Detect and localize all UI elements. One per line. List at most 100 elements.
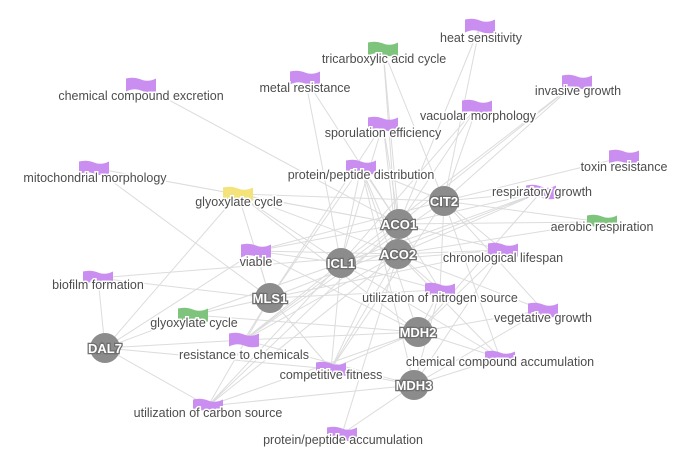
edge-cit2-vegetative-growth [443, 200, 544, 311]
term-node-heat-sensitivity[interactable]: heat sensitivity [439, 18, 524, 47]
term-label: chemical compound accumulation [406, 355, 594, 369]
term-label: competitive fitness [280, 368, 383, 382]
term-node-glyox-process[interactable]: glyoxylate cycle [149, 307, 239, 332]
term-node-invasive-growth[interactable]: invasive growth [533, 74, 623, 100]
gene-node-mdh3[interactable]: MDH3 [394, 370, 434, 400]
term-node-biofilm[interactable]: biofilm formation [51, 270, 145, 294]
edge-aco2-viable [255, 250, 399, 255]
phenotype-marker [609, 149, 639, 165]
gene-node-dal7[interactable]: DAL7 [87, 333, 123, 363]
edge-icl1-chrono-lifespan [340, 249, 504, 264]
phenotype-marker [327, 426, 357, 442]
gene-node-cit2[interactable]: CIT2 [429, 186, 459, 216]
edge-dal7-viable [104, 250, 257, 349]
edge-aco2-respiratory-growth [397, 191, 542, 255]
term-label: chemical compound excretion [58, 89, 223, 103]
term-node-resist-chem[interactable]: resistance to chemicals [178, 332, 310, 364]
edge-icl1-glyox-pathway [237, 193, 342, 264]
edge-mdh3-carbon-util [207, 384, 415, 407]
edge-mdh2-respiratory-growth [417, 191, 542, 333]
edge-icl1-sporulation [340, 123, 384, 264]
edge-icl1-respiratory-growth [340, 191, 542, 264]
edge-aco2-protein-dist [360, 166, 399, 255]
term-node-chem-excretion[interactable]: chemical compound excretion [57, 77, 225, 105]
term-node-vegetative-growth[interactable]: vegetative growth [493, 302, 594, 327]
term-node-vacuolar-morph[interactable]: vacuolar morphology [418, 99, 538, 125]
edge-cit2-tca-cycle [382, 48, 445, 202]
gene-label: MLS1 [253, 291, 288, 306]
gene-circle [384, 209, 414, 239]
edge-aco2-resist-chem [243, 253, 399, 341]
term-node-toxin-resistance[interactable]: toxin resistance [579, 149, 669, 176]
phenotype-marker [79, 160, 109, 176]
gene-node-icl1[interactable]: ICL1 [326, 248, 356, 278]
term-node-protein-dist[interactable]: protein/peptide distribution [286, 159, 436, 184]
term-node-sporulation[interactable]: sporulation efficiency [323, 116, 443, 142]
phenotype-marker [485, 350, 515, 366]
edge-dal7-comp-fitness [104, 347, 332, 370]
process-marker [368, 41, 398, 57]
term-label: toxin resistance [581, 160, 668, 174]
edge-mdh2-resist-chem [243, 331, 419, 341]
edge-aco1-chem-excretion [140, 84, 400, 225]
edge-dal7-glyox-pathway [104, 193, 239, 349]
gene-circle [255, 283, 285, 313]
phenotype-marker [83, 270, 113, 286]
edge-aco1-tca-cycle [382, 48, 400, 225]
edge-aco1-heat-sensitivity [398, 25, 481, 225]
gene-node-aco1[interactable]: ACO1 [380, 209, 418, 239]
edge-cit2-respiratory-growth [443, 191, 542, 202]
edge-icl1-invasive-growth [340, 81, 578, 264]
edge-icl1-chem-accum [340, 262, 501, 359]
gene-circle [429, 186, 459, 216]
edge-aco2-chrono-lifespan [397, 249, 504, 255]
edge-dal7-carbon-util [104, 347, 209, 407]
edge-cit2-comp-fitness [330, 200, 445, 370]
phenotype-marker [526, 184, 556, 200]
term-label: protein/peptide accumulation [263, 433, 423, 447]
phenotype-marker [425, 282, 455, 298]
term-node-glyox-pathway[interactable]: glyoxylate cycle [194, 186, 284, 211]
term-node-nitrogen-util[interactable]: utilization of nitrogen source [361, 282, 519, 307]
term-label: mitochondrial morphology [23, 171, 167, 185]
edge-mls1-sporulation [269, 123, 384, 299]
term-node-respiratory-growth[interactable]: respiratory growth [490, 184, 593, 201]
edge-mdh2-viable [255, 250, 419, 333]
term-label: utilization of nitrogen source [362, 291, 518, 305]
term-node-aerobic-resp[interactable]: aerobic respiration [549, 214, 655, 236]
edge-aco1-carbon-util [207, 223, 400, 407]
term-label: heat sensitivity [440, 31, 523, 45]
gene-label: ACO1 [381, 217, 417, 232]
term-node-chem-accum[interactable]: chemical compound accumulation [404, 350, 596, 371]
gene-node-mls1[interactable]: MLS1 [251, 283, 289, 313]
term-label: biofilm formation [52, 278, 144, 292]
gene-circle [403, 317, 433, 347]
phenotype-marker [241, 243, 271, 259]
gene-node-aco2[interactable]: ACO2 [379, 239, 417, 269]
term-label: glyoxylate cycle [195, 195, 283, 209]
term-node-carbon-util[interactable]: utilization of carbon source [132, 398, 284, 422]
phenotype-marker [462, 99, 492, 115]
edge-mdh3-protein-dist [360, 166, 415, 386]
term-node-protein-accum[interactable]: protein/peptide accumulation [262, 426, 424, 449]
gene-node-mdh2[interactable]: MDH2 [398, 317, 438, 347]
term-label: respiratory growth [492, 185, 592, 199]
term-node-metal-resistance[interactable]: metal resistance [258, 70, 352, 97]
term-label: invasive growth [535, 84, 621, 98]
term-label: aerobic respiration [551, 220, 654, 234]
edge-mls1-carbon-util [207, 297, 271, 407]
term-label: glyoxylate cycle [150, 316, 238, 330]
term-node-mito-morph[interactable]: mitochondrial morphology [22, 160, 169, 187]
pathway-marker [223, 186, 253, 202]
edge-layer [93, 25, 625, 435]
edge-cit2-toxin-resistance [443, 156, 625, 202]
term-node-viable[interactable]: viable [238, 243, 274, 271]
gene-circle [399, 370, 429, 400]
term-node-comp-fitness[interactable]: competitive fitness [278, 361, 384, 384]
term-label: metal resistance [259, 81, 350, 95]
term-node-chrono-lifespan[interactable]: chronological lifespan [441, 242, 565, 267]
edge-cit2-vacuolar-morph [443, 106, 478, 202]
term-node-tca-cycle[interactable]: tricarboxylic acid cycle [320, 41, 448, 68]
